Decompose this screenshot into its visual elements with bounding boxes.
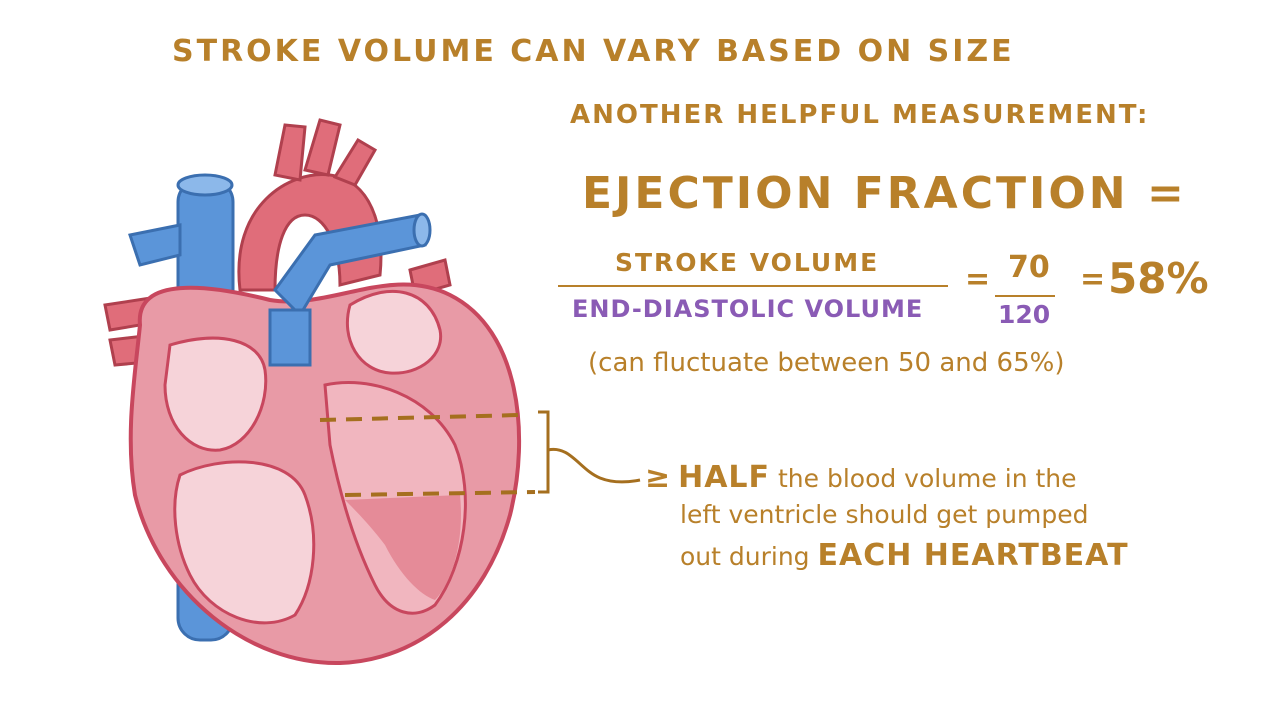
- note-line-1: ≥ HALF the blood volume in the: [645, 460, 1077, 495]
- end-diastolic-line: [319, 413, 521, 422]
- page-title: Stroke volume can vary based on size: [172, 34, 1015, 69]
- bracket-shape: [538, 410, 550, 494]
- bracket-pointer: [547, 447, 641, 484]
- denominator-value: 120: [998, 300, 1051, 329]
- subtitle: Another helpful measurement:: [570, 100, 1150, 130]
- fraction-bar: [558, 285, 948, 287]
- aortic-branch-3: [332, 137, 378, 187]
- numerator-label: Stroke volume: [615, 248, 880, 277]
- ejection-bracket: [319, 410, 641, 497]
- aortic-branch-2: [303, 118, 342, 177]
- end-systolic-line: [344, 490, 536, 497]
- vena-cava-opening: [176, 173, 234, 197]
- note-line-1-rest: the blood volume in the: [777, 464, 1077, 493]
- pulmonary-trunk-opening: [412, 212, 432, 248]
- equals-sign: =: [1146, 168, 1187, 219]
- note-line-3: out during EACH HEARTBEAT: [680, 538, 1129, 573]
- right-ventricle: [173, 460, 316, 625]
- result-value: 58%: [1108, 254, 1209, 303]
- heart-illustration: [103, 118, 522, 666]
- equals-sign-2: =: [965, 262, 991, 297]
- ejection-fraction-heading: Ejection Fraction =: [582, 168, 1187, 219]
- left-atrium: [345, 289, 443, 375]
- each-heartbeat-emphasis: EACH HEARTBEAT: [817, 538, 1129, 573]
- note-line-2: left ventricle should get pumped: [680, 500, 1089, 529]
- denominator-label: End-diastolic volume: [572, 295, 924, 323]
- left-ventricle-fill: [345, 495, 461, 600]
- greater-equal-symbol: ≥: [645, 460, 671, 495]
- range-note: (can fluctuate between 50 and 65%): [588, 348, 1065, 378]
- ejection-fraction-label: Ejection Fraction: [582, 168, 1129, 219]
- note-line-3-start: out during: [680, 542, 810, 571]
- equals-sign-3: =: [1080, 262, 1106, 297]
- numerator-value: 70: [1008, 250, 1050, 285]
- half-emphasis: HALF: [678, 460, 771, 495]
- aortic-branch-1: [273, 123, 307, 182]
- vessel-segment: [268, 308, 312, 367]
- right-atrium: [163, 336, 268, 452]
- fraction-bar-numeric: [995, 295, 1055, 297]
- pulmonary-vein-left: [128, 223, 182, 267]
